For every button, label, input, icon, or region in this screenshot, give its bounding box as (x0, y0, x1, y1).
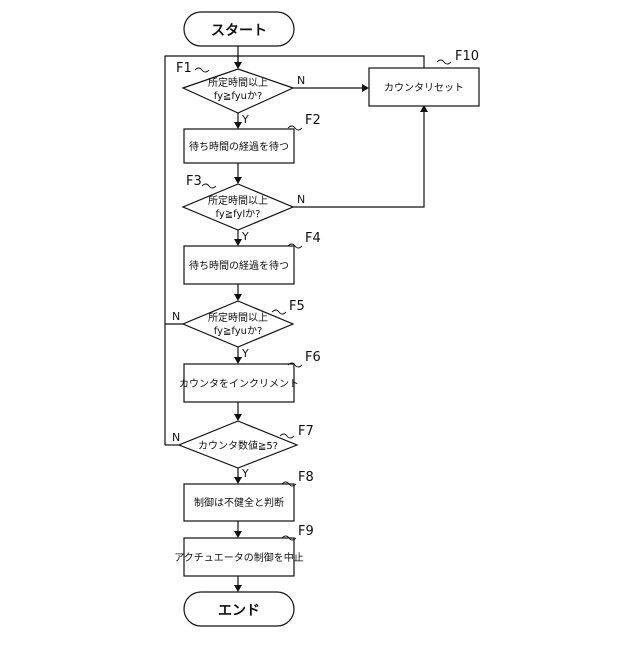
f9-tag: F9 (298, 524, 314, 539)
f7-yes-label: Y (241, 467, 249, 480)
f1-tag: F1 (176, 61, 192, 76)
arrow-into-f1 (234, 62, 242, 69)
f3-line2: fy≧fylか? (216, 208, 261, 220)
arrow-into-f2 (234, 122, 242, 129)
f3-decision (183, 184, 293, 230)
f9-text: アクチュエータの制御を中止 (174, 551, 304, 564)
f5-no-label: N (172, 310, 180, 323)
f5-line1: 所定時間以上 (208, 311, 268, 324)
f5-yes-label: Y (241, 347, 249, 360)
f5-line2: fy≧fyuか? (214, 325, 263, 337)
arrow-into-f4 (234, 239, 242, 246)
f7-text: カウンタ数値≧5? (198, 439, 278, 452)
f10-tag: F10 (455, 49, 479, 64)
f3-tag: F3 (186, 174, 202, 189)
f3-leader (202, 184, 216, 188)
end-label: エンド (218, 603, 260, 619)
f2-text: 待ち時間の経過を待つ (189, 140, 289, 153)
arrow-into-end (234, 585, 242, 592)
f5-leader (272, 310, 286, 314)
f1-line1: 所定時間以上 (208, 76, 268, 89)
arrow-into-f7 (234, 414, 242, 421)
f6-tag: F6 (305, 350, 321, 365)
start-label: スタート (211, 23, 267, 39)
f4-tag: F4 (305, 231, 321, 246)
f1-line2: fy≧fyuか? (214, 90, 263, 102)
f1-leader (195, 68, 209, 72)
f10-leader (437, 60, 451, 64)
f3-yes-label: Y (241, 230, 249, 243)
f2-tag: F2 (305, 113, 321, 128)
f10-text: カウンタリセット (384, 82, 464, 94)
f3-line1: 所定時間以上 (208, 194, 268, 207)
arrow-into-f8 (234, 477, 242, 484)
arrow-into-f10-from-f1 (362, 84, 369, 92)
f1-yes-label: Y (241, 113, 249, 126)
f6-text: カウンタをインクリメント (179, 378, 299, 390)
f8-tag: F8 (298, 470, 314, 485)
f7-tag: F7 (298, 424, 314, 439)
f7-leader (280, 434, 294, 438)
arrow-into-f6 (234, 357, 242, 364)
f1-no-label: N (297, 74, 305, 87)
f7-no-label: N (172, 431, 180, 444)
f3-no-label: N (297, 193, 305, 206)
arrow-into-f3 (234, 177, 242, 184)
arrow-into-f9 (234, 531, 242, 538)
f8-text: 制御は不健全と判断 (194, 496, 284, 509)
arrow-into-f5 (234, 294, 242, 301)
f4-text: 待ち時間の経過を待つ (189, 259, 289, 272)
f5-decision (183, 301, 293, 347)
f5-tag: F5 (289, 299, 305, 314)
